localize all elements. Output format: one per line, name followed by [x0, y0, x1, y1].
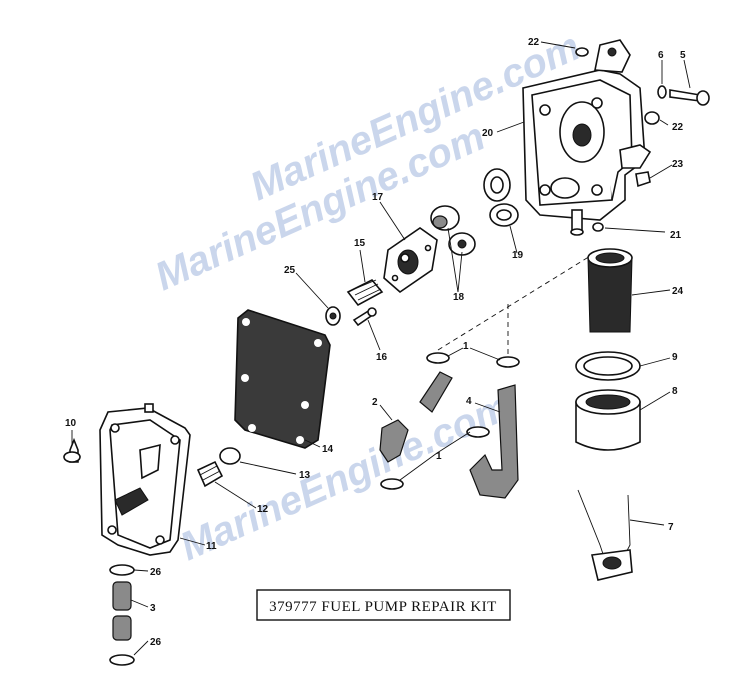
spring-12	[196, 460, 224, 488]
screw-5	[669, 89, 701, 102]
callout-26-top: 26	[150, 567, 162, 578]
fuel-hoses	[379, 249, 601, 499]
bail-7	[577, 489, 633, 581]
gasket-19	[483, 168, 519, 227]
bowl-8	[575, 389, 641, 451]
check-valves-18	[430, 205, 476, 256]
callout-24: 24	[672, 286, 684, 297]
callout-5: 5	[680, 50, 686, 61]
callout-25: 25	[284, 265, 296, 276]
filter-24	[587, 248, 633, 333]
clamp-1-d	[380, 478, 404, 490]
clamp-1-c	[466, 426, 490, 438]
callout-4: 4	[466, 396, 472, 407]
diaphragm-plate-17	[383, 227, 438, 294]
callout-3: 3	[150, 603, 156, 614]
callout-13: 13	[299, 470, 311, 481]
callout-19: 19	[512, 250, 524, 261]
leader-lines	[71, 41, 691, 656]
hose-3-bottom	[112, 615, 132, 641]
hose-3-top	[112, 581, 132, 611]
screw-16	[352, 307, 377, 327]
callout-12: 12	[257, 504, 269, 515]
callout-10: 10	[65, 418, 77, 429]
fitting-23	[635, 171, 651, 188]
pin-22-top	[575, 47, 589, 57]
callout-1-upper: 1	[463, 341, 469, 352]
o-ring-13	[219, 447, 241, 465]
washer-6	[657, 85, 667, 99]
callout-1-lower: 1	[436, 451, 442, 462]
callout-8: 8	[672, 386, 678, 397]
callout-14: 14	[322, 444, 334, 455]
callout-9: 9	[672, 352, 678, 363]
repair-kit-text: 379777 FUEL PUMP REPAIR KIT	[269, 599, 497, 615]
hose-4	[469, 384, 519, 499]
callout-26-bottom: 26	[150, 637, 162, 648]
pump-body	[522, 39, 652, 236]
callout-17: 17	[372, 192, 384, 203]
callout-2: 2	[372, 397, 378, 408]
callout-21: 21	[670, 230, 682, 241]
callout-15: 15	[354, 238, 366, 249]
clamp-26-bottom	[109, 654, 135, 666]
small-hardware	[575, 47, 710, 232]
callout-22-side: 22	[672, 122, 684, 133]
hose-2	[379, 419, 409, 463]
callout-18: 18	[453, 292, 465, 303]
clamp-1-a	[426, 352, 450, 364]
callout-6: 6	[658, 50, 664, 61]
repair-kit-box	[256, 589, 511, 621]
lower-hose-assembly	[109, 564, 135, 666]
watermark: MarineEngine.com	[174, 384, 517, 569]
callout-22-top: 22	[528, 37, 540, 48]
callout-11: 11	[206, 541, 217, 552]
spring-15	[346, 279, 384, 307]
clamp-1-b	[496, 356, 520, 368]
diaphragm-14	[234, 309, 331, 449]
callout-labels: 22 6 5 22 20 23 21 17 19 15 18 25 24 16 …	[65, 37, 686, 648]
cover-11	[99, 403, 191, 556]
callout-16: 16	[376, 352, 388, 363]
callout-23: 23	[672, 159, 684, 170]
callout-7: 7	[668, 522, 674, 533]
repair-kit-label: 379777 FUEL PUMP REPAIR KIT	[256, 589, 511, 621]
plug-22-side	[644, 111, 660, 125]
callout-20: 20	[482, 128, 494, 139]
clamp-26-top	[109, 564, 135, 576]
plug-21	[592, 222, 604, 232]
screw-10	[63, 437, 81, 463]
